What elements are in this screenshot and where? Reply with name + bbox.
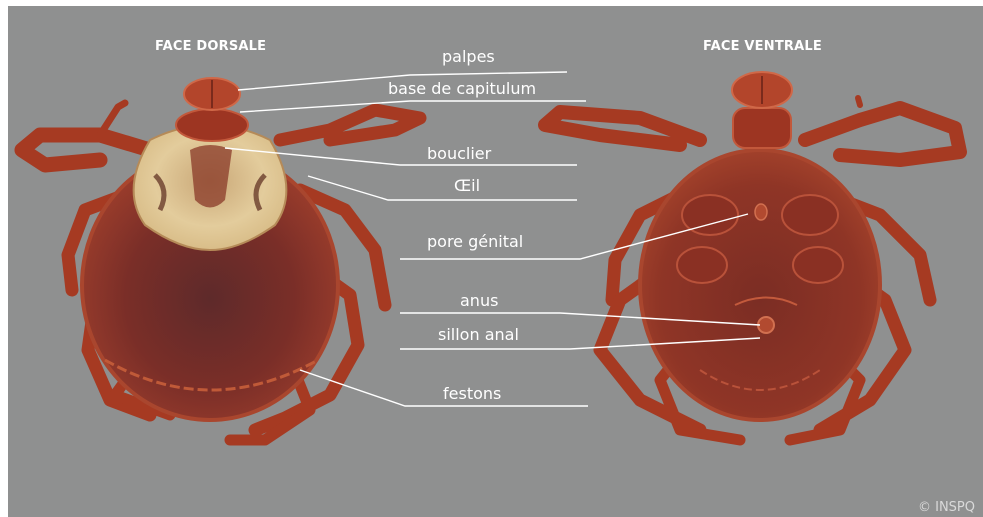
leader-oeil bbox=[308, 176, 577, 200]
anus-shape bbox=[758, 317, 774, 333]
dorsal-tick bbox=[22, 78, 420, 440]
label-base-capitulum: base de capitulum bbox=[388, 80, 536, 98]
ventral-capitulum bbox=[733, 108, 791, 148]
frame-top-border bbox=[0, 0, 983, 6]
title-ventral: FACE VENTRALE bbox=[703, 39, 822, 54]
label-sillon-anal: sillon anal bbox=[438, 326, 519, 344]
frame-left-border bbox=[0, 0, 8, 517]
label-pore-genital: pore génital bbox=[427, 233, 523, 251]
label-oeil: Œil bbox=[454, 177, 480, 195]
copyright-credit: © INSPQ bbox=[918, 500, 975, 515]
label-bouclier: bouclier bbox=[427, 145, 491, 163]
genital-pore-shape bbox=[755, 204, 767, 220]
label-palpes: palpes bbox=[442, 48, 495, 66]
ventral-body bbox=[640, 150, 880, 420]
ventral-tick bbox=[545, 72, 960, 440]
label-festons: festons bbox=[443, 385, 501, 403]
label-anus: anus bbox=[460, 292, 498, 310]
dorsal-capitulum bbox=[176, 109, 248, 141]
title-dorsal: FACE DORSALE bbox=[155, 39, 266, 54]
